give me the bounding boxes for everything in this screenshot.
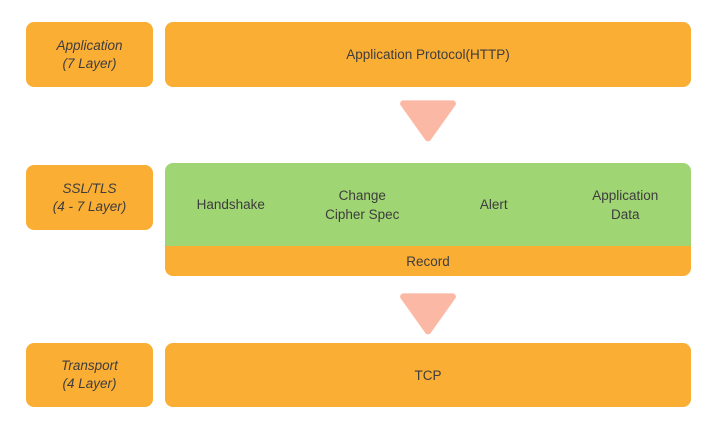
layer-label-ssltls-line2: (4 - 7 Layer) [52,198,127,214]
ssl-record-layer: Record [165,246,691,276]
layer-label-application: Application (7 Layer) [26,22,153,87]
ssl-subprotocol-handshake: Handshake [196,197,265,212]
ssl-subprotocol-alert: Alert [479,197,508,212]
arrow-application-to-ssl-icon [400,100,456,142]
ssl-tls-stack: Handshake Change Cipher Spec Alert Appli… [165,163,691,276]
layer-label-transport-line2: (4 Layer) [62,376,117,391]
layer-label-application-text: Application (7 Layer) [56,37,122,73]
arrow-ssl-to-transport-icon [400,293,456,335]
layer-label-transport-text: Transport (4 Layer) [61,357,118,393]
layer-label-transport: Transport (4 Layer) [26,343,153,407]
box-transport-protocol: TCP [165,343,691,407]
box-application-protocol-label: Application Protocol(HTTP) [346,47,510,62]
ssl-subprotocol-change-cipher-spec: Change Cipher Spec [325,187,400,222]
layer-label-transport-line1: Transport [61,358,118,373]
ssl-subprotocol-band: Handshake Change Cipher Spec Alert Appli… [165,163,691,246]
box-application-protocol: Application Protocol(HTTP) [165,22,691,87]
box-transport-protocol-label: TCP [414,367,442,383]
layer-label-application-line2: (7 Layer) [62,55,117,71]
layer-label-ssltls-line1: SSL/TLS [62,180,117,196]
layer-label-application-line1: Application [56,37,123,53]
ssl-subprotocol-application-data: Application Data [592,187,659,222]
layer-label-ssltls: SSL/TLS (4 - 7 Layer) [26,165,153,230]
ssl-record-layer-label: Record [406,253,450,269]
layer-label-ssltls-text: SSL/TLS (4 - 7 Layer) [53,180,127,216]
